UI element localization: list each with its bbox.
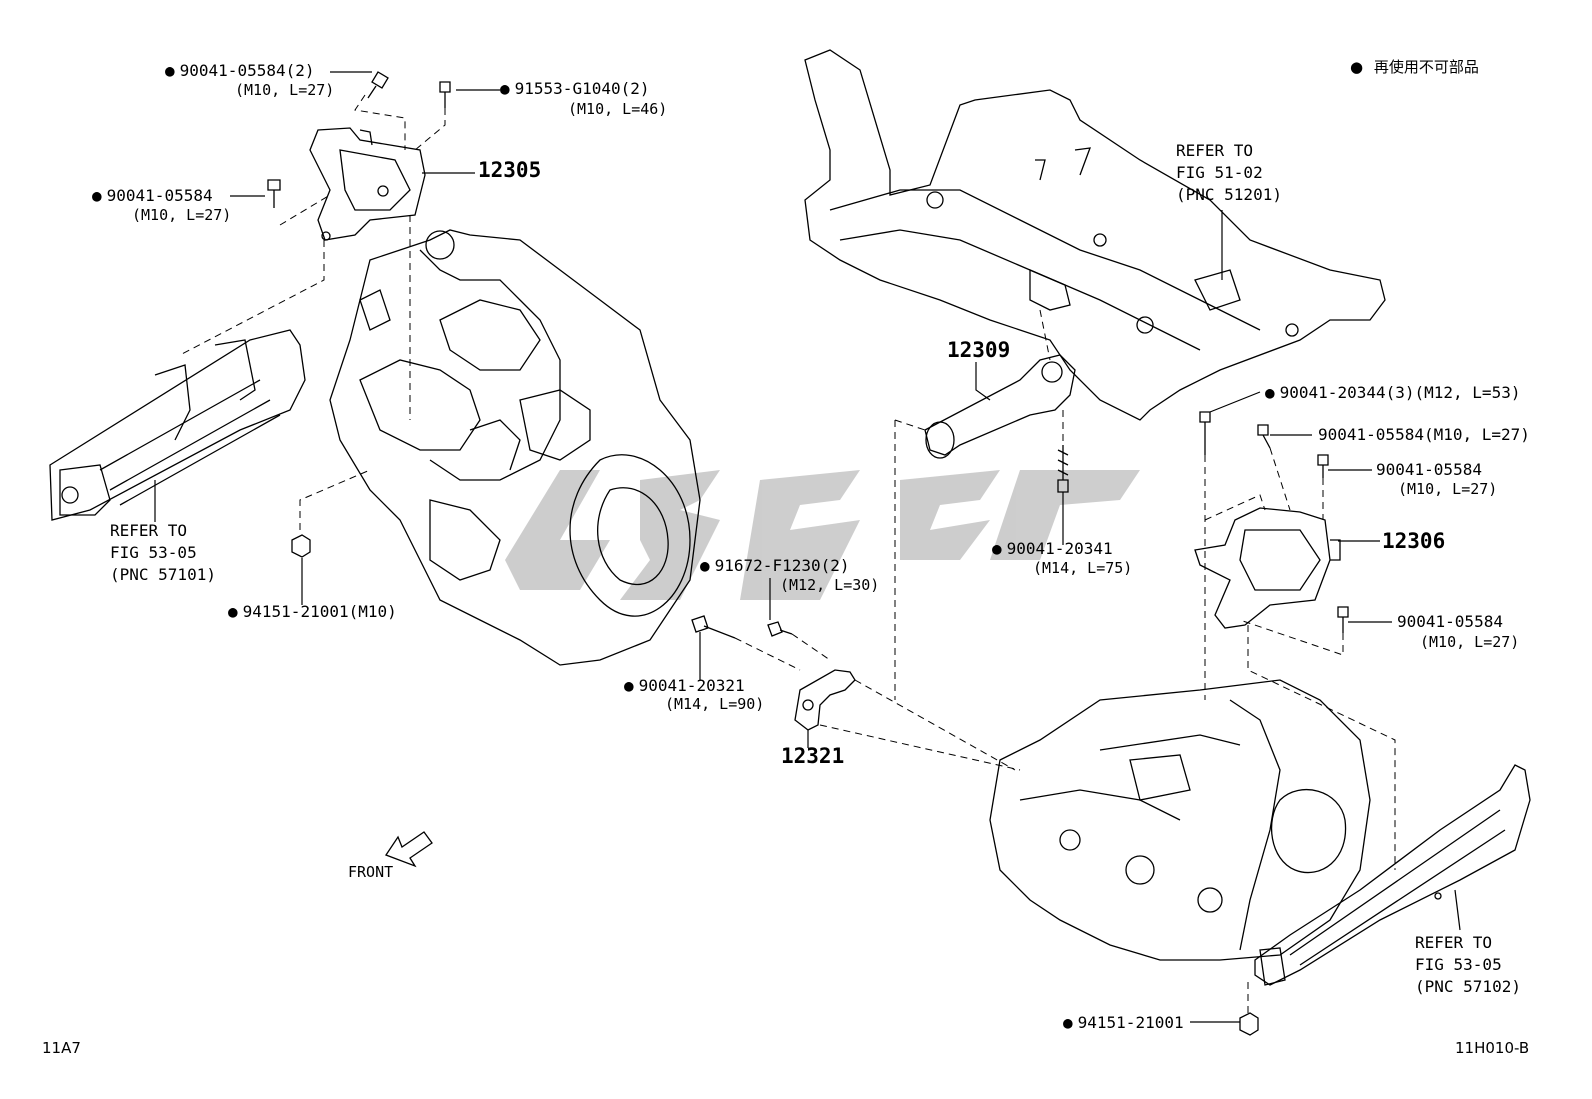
nut-left xyxy=(291,534,311,558)
ref-crossmember-line3: (PNC 51201) xyxy=(1176,185,1282,204)
leader-lines xyxy=(154,71,1461,1023)
ref-frame-right-line1: REFER TO xyxy=(1415,933,1493,952)
transmission xyxy=(989,679,1371,961)
part-number-12305: 12305 xyxy=(478,158,542,182)
part-number-12306: 12306 xyxy=(1382,529,1446,553)
engine-mount-12305 xyxy=(267,71,451,241)
watermark-logo xyxy=(505,470,1140,600)
part-label-b3: 90041-05584 xyxy=(92,187,213,205)
bracket-12321 xyxy=(691,615,856,731)
ref-frame-left-line1: REFER TO xyxy=(110,521,188,540)
part-label-b4: 90041-20344(3)(M12, L=53) xyxy=(1265,384,1521,402)
ref-frame-left-line2: FIG 53-05 xyxy=(110,543,197,562)
part-spec-b1: (M10, L=27) xyxy=(235,81,335,99)
part-label-b10: 90041-20321 xyxy=(624,677,745,695)
side-frame-left xyxy=(49,329,306,521)
side-frame-right xyxy=(1254,764,1531,986)
front-arrow-icon xyxy=(385,831,433,868)
footer-right-code: 11H010-B xyxy=(1455,1039,1530,1057)
nut-right xyxy=(1239,1012,1259,1036)
part-spec-b8: (M14, L=75) xyxy=(1033,559,1133,577)
assembly-lines xyxy=(179,94,1396,1013)
part-label-n2: 94151-21001 xyxy=(1063,1014,1184,1032)
part-label-b8: 90041-20341 xyxy=(992,540,1113,558)
ref-crossmember-line2: FIG 51-02 xyxy=(1176,163,1263,182)
crossmember xyxy=(804,49,1386,421)
ref-frame-right-line2: FIG 53-05 xyxy=(1415,955,1502,974)
part-number-12321: 12321 xyxy=(781,744,845,768)
ref-frame-right-line3: (PNC 57102) xyxy=(1415,977,1521,996)
legend-text: 再使用不可部品 xyxy=(1373,58,1479,76)
part-label-n1: 94151-21001(M10) xyxy=(228,603,397,621)
part-label-b9: 91672-F1230(2) xyxy=(700,557,850,575)
legend-symbol: ● xyxy=(1350,58,1364,76)
part-number-12309: 12309 xyxy=(947,338,1011,362)
part-spec-b7: (M10, L=27) xyxy=(1420,633,1520,651)
ref-crossmember-line1: REFER TO xyxy=(1176,141,1254,160)
part-spec-b6: (M10, L=27) xyxy=(1398,480,1498,498)
front-label: FRONT xyxy=(348,863,394,881)
part-spec-b10: (M14, L=90) xyxy=(665,695,765,713)
part-spec-b9: (M12, L=30) xyxy=(780,576,880,594)
part-label-b7: 90041-05584 xyxy=(1397,612,1503,631)
part-spec-b2: (M10, L=46) xyxy=(568,100,668,118)
part-label-b6: 90041-05584 xyxy=(1376,460,1482,479)
trans-mount-12306 xyxy=(1194,411,1349,633)
footer-left-code: 11A7 xyxy=(42,1039,81,1057)
part-spec-b3: (M10, L=27) xyxy=(132,206,232,224)
torque-rod-12309 xyxy=(924,354,1076,493)
part-label-b1: 90041-05584(2) xyxy=(165,62,315,80)
part-label-b2: 91553-G1040(2) xyxy=(500,80,650,98)
legend: ● 再使用不可部品 xyxy=(1350,56,1479,77)
ref-frame-left-line3: (PNC 57101) xyxy=(110,565,216,584)
part-label-b5: 90041-05584(M10, L=27) xyxy=(1318,425,1530,444)
engine-left xyxy=(329,229,701,666)
